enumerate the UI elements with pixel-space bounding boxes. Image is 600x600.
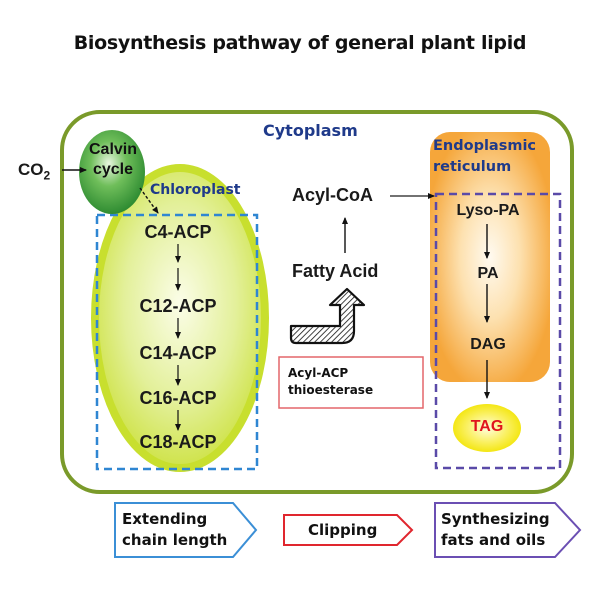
tag-label: TAG	[470, 418, 504, 435]
stage-arrow-synthesizing	[434, 502, 582, 558]
tag-body	[453, 404, 521, 452]
tag-synthesis-box	[434, 192, 562, 470]
enzyme-box	[278, 356, 424, 409]
er-step: PA	[477, 265, 499, 282]
chain-item: C16-ACP	[139, 388, 217, 408]
stage-clipping-label: Clipping	[308, 521, 378, 539]
chain-item: C14-ACP	[139, 343, 217, 363]
stage-synthesizing-label: Synthesizing fats and oils	[441, 510, 550, 549]
chain-item: C4-ACP	[144, 222, 212, 242]
stage-extending-label: Extending chain length	[122, 510, 228, 549]
clipping-bent-arrow	[289, 287, 366, 345]
diagram-title: Biosynthesis pathway of general plant li…	[73, 32, 527, 54]
stage-arrow-extending	[114, 502, 258, 558]
chloroplast-label: Chloroplast	[150, 182, 241, 198]
cytoplasm-label: Cytoplasm	[263, 121, 358, 140]
enzyme-label: Acyl-ACP thioesterase	[288, 366, 374, 397]
fatty-acid-label: Fatty Acid	[292, 261, 379, 281]
acyl-coa-label: Acyl-CoA	[292, 185, 374, 205]
chain-item: C18-ACP	[139, 432, 217, 452]
chloroplast-body	[91, 164, 269, 472]
calvin-to-chain-arrow	[139, 187, 159, 214]
er-label: Endoplasmic reticulum	[433, 138, 537, 175]
co2-label: CO2	[18, 160, 51, 183]
calvin-cycle-label: Calvin cycle	[88, 141, 137, 178]
er-step: Lyso-PA	[456, 202, 520, 219]
chain-extension-box	[95, 213, 259, 471]
stage-arrow-clipping	[283, 514, 414, 546]
er-step: DAG	[470, 336, 506, 353]
calvin-cycle-body	[79, 130, 145, 214]
chain-item: C12-ACP	[139, 296, 217, 316]
